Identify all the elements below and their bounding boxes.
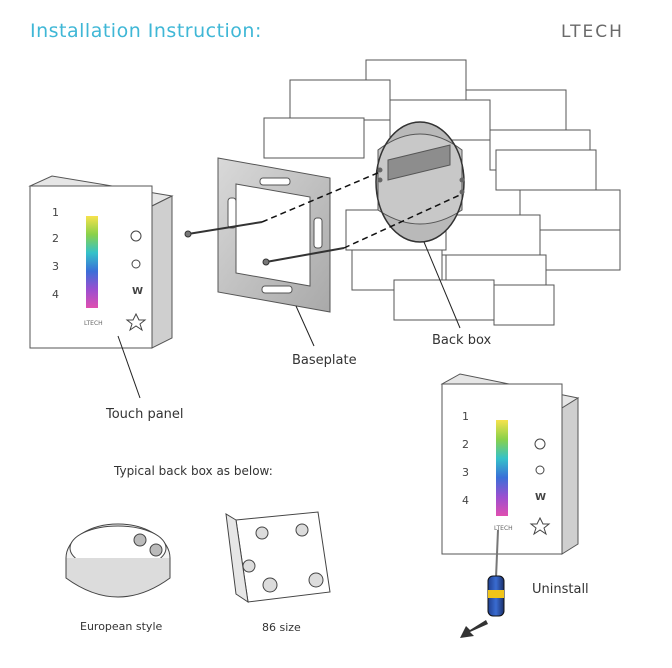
zone-label: 2: [462, 438, 469, 451]
baseplate-label: Baseplate: [292, 353, 357, 368]
brightness-icon: [535, 465, 545, 475]
pointer-lines: [117, 241, 461, 399]
page-title: Installation Instruction:: [30, 20, 262, 42]
european-style-label: European style: [80, 620, 163, 633]
panel-brand: LTECH: [84, 320, 103, 327]
power-icon: [130, 230, 142, 242]
86-size-label: 86 size: [262, 621, 301, 634]
brick-wall: [263, 59, 621, 326]
zone-label: 3: [52, 260, 59, 273]
zone-label: 1: [462, 410, 469, 423]
uninstall-label: Uninstall: [532, 582, 589, 597]
star-icon: [529, 516, 551, 536]
zone-label: 4: [462, 494, 469, 507]
zone-label: 2: [52, 232, 59, 245]
european-style-box-illustration: [65, 523, 171, 598]
zone-label: 4: [52, 288, 59, 301]
touch-panel-illustration: 1 2 3 4 W LTECH: [28, 175, 174, 349]
brightness-icon: [131, 259, 141, 269]
back-box-illustration: [375, 121, 465, 243]
screws: [184, 221, 345, 266]
panel-brand: LTECH: [494, 525, 513, 532]
zone-label: 3: [462, 466, 469, 479]
typical-back-box-label: Typical back box as below:: [114, 464, 273, 478]
back-box-label: Back box: [432, 333, 492, 348]
86-size-box-illustration: [225, 511, 331, 604]
panel-right-icons: [125, 230, 147, 332]
star-icon: [125, 312, 147, 332]
screwdriver-icon: [487, 529, 505, 617]
power-icon: [534, 438, 546, 450]
white-channel-label: W: [535, 492, 546, 503]
zone-label: 1: [52, 206, 59, 219]
direction-arrow-icon: [460, 620, 488, 638]
white-channel-label: W: [132, 286, 143, 297]
alignment-dashed-lines: [261, 171, 463, 249]
touch-panel-label: Touch panel: [106, 407, 184, 422]
baseplate-illustration: [217, 157, 331, 313]
uninstall-panel-illustration: 1 2 3 4 W LTECH: [440, 373, 580, 555]
brand-logo: LTECH: [561, 22, 624, 42]
